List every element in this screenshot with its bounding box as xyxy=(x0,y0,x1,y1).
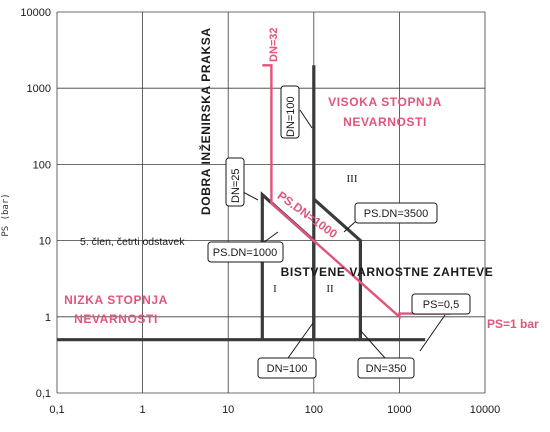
x-tick-label-0: 0,1 xyxy=(49,404,64,416)
nizka-line-1: NIZKA STOPNJA xyxy=(64,293,168,307)
x-tick-label-4: 1000 xyxy=(387,404,411,416)
y-tick-label-2: 10 xyxy=(39,236,51,248)
series-line-dn32 xyxy=(262,64,451,320)
category-2-label: II xyxy=(326,283,334,295)
x-tick-label-3: 100 xyxy=(305,404,323,416)
dn350-callout: DN=350 xyxy=(357,329,415,379)
dn32-label: DN=32 xyxy=(268,27,280,62)
dn25-text: DN=25 xyxy=(230,168,242,203)
dn100-top-callout: DN=100 xyxy=(280,85,313,139)
ps-05-callout: PS=0,5 xyxy=(411,293,471,352)
ps-dn3500-callout: PS.DN=3500 xyxy=(343,202,438,233)
dn350-text: DN=350 xyxy=(366,363,407,375)
y-axis-label: PS (bar) xyxy=(1,193,11,236)
dn100-top-text: DN=100 xyxy=(285,96,297,137)
dn100-bottom-text: DN=100 xyxy=(267,363,308,375)
category-3-label: III xyxy=(347,173,358,185)
nizka-line-2: NEVARNOSTI xyxy=(74,312,158,326)
clen-note: 5. člen, četrti odstavek xyxy=(80,236,185,248)
bistvene-label: BISTVENE VARNOSTNE ZAHTEVE xyxy=(281,265,494,279)
dobra-praksa-label: DOBRA INŽENIRSKA PRAKSA xyxy=(198,27,213,215)
ps-dn1000-text: PS.DN=1000 xyxy=(213,247,278,259)
x-tick-label-1: 1 xyxy=(140,404,146,416)
ps-05-text: PS=0,5 xyxy=(423,299,459,311)
y-tick-label-3: 100 xyxy=(33,159,51,171)
category-1-label: I xyxy=(273,283,277,295)
series-lines xyxy=(57,64,451,342)
ps-1bar-label: PS=1 bar xyxy=(487,317,539,331)
x-tick-label-5: 10000 xyxy=(470,404,501,416)
y-tick-label-5: 10000 xyxy=(20,7,51,19)
y-tick-label-1: 1 xyxy=(45,312,51,324)
visoka-line-1: VISOKA STOPNJA xyxy=(328,95,442,109)
dn25-callout: DN=25 xyxy=(225,157,259,207)
y-tick-label-4: 1000 xyxy=(27,83,51,95)
ps-dn3500-text: PS.DN=3500 xyxy=(364,208,429,220)
dn100-bottom-callout: DN=100 xyxy=(257,322,317,379)
tick-labels: 0,1 1 10 100 1000 10000 0,1 1 10 100 1000 10000 xyxy=(20,7,500,416)
visoka-line-2: NEVARNOSTI xyxy=(343,115,427,129)
y-tick-label-0: 0,1 xyxy=(36,388,51,400)
x-tick-label-2: 10 xyxy=(222,404,234,416)
ps-dn1000-callout: PS.DN=1000 xyxy=(207,231,284,263)
series-line-dn350 xyxy=(312,197,362,340)
